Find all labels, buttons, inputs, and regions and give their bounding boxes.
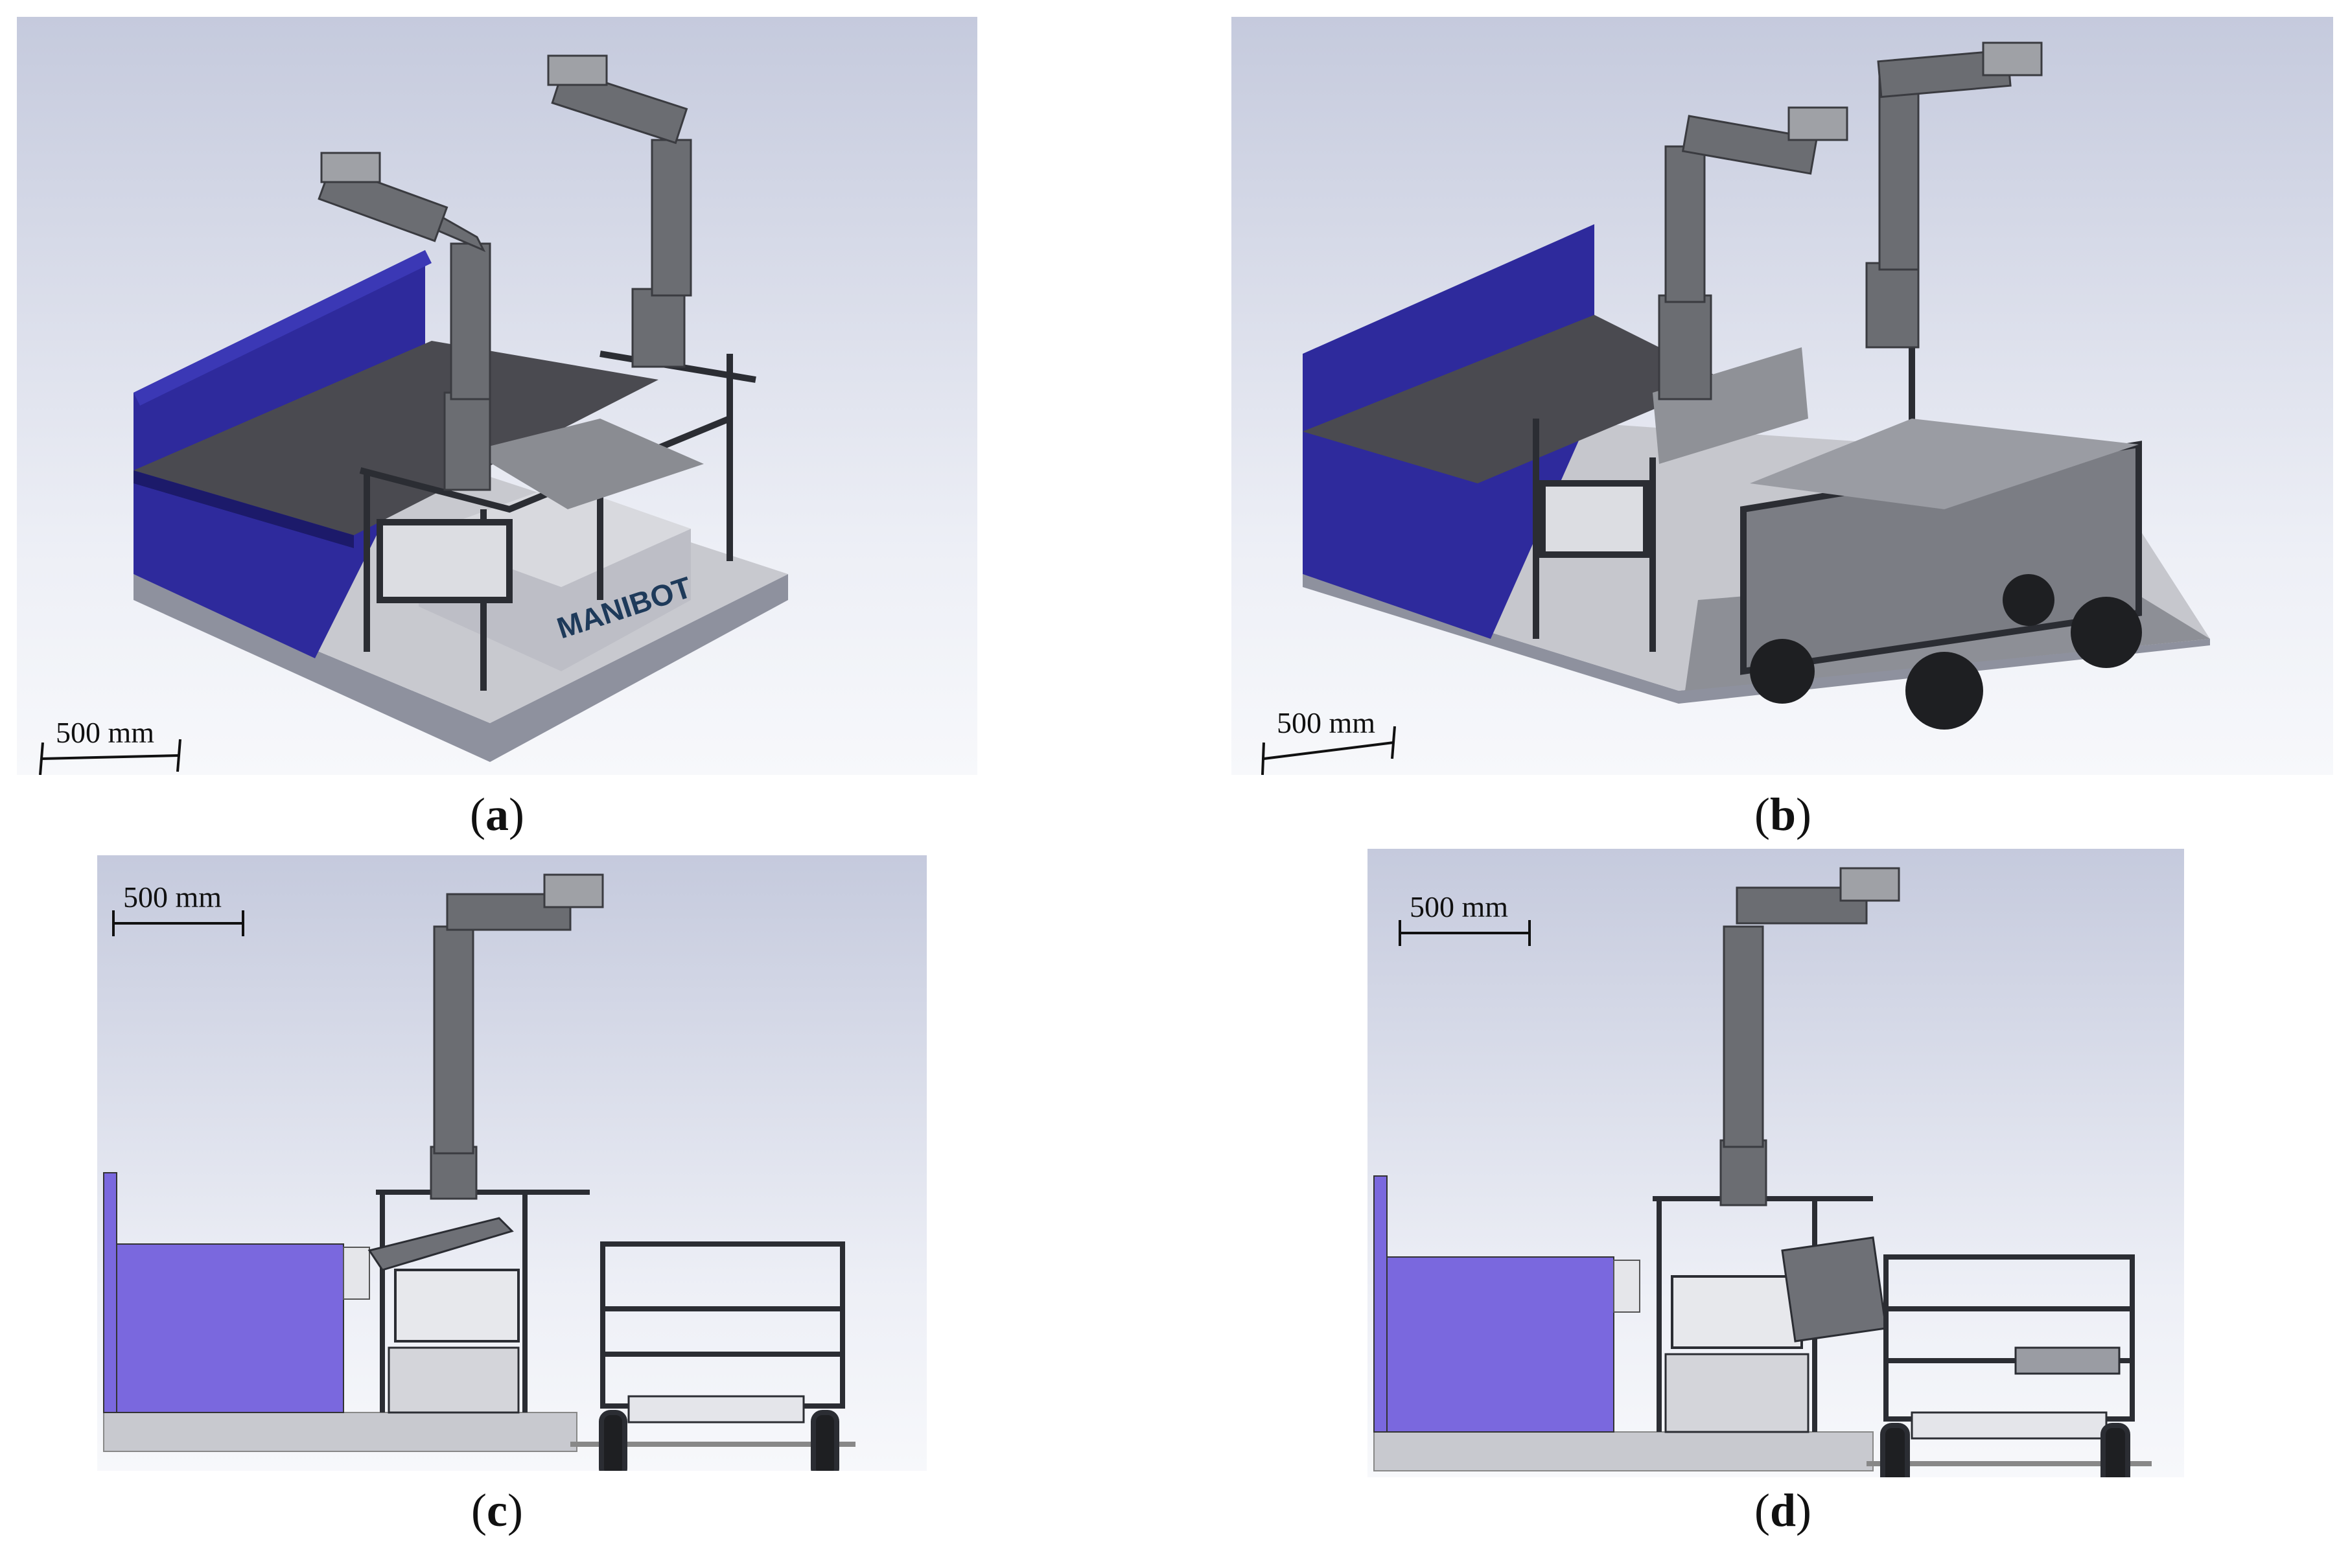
scale-label: 500 mm xyxy=(56,716,154,749)
scale-bar xyxy=(1399,920,1531,946)
blue-conveyor xyxy=(1303,224,1724,639)
panel-a-render: MANIBOT xyxy=(17,17,977,775)
frame-cart xyxy=(1653,1196,1887,1433)
panel-b-render: 500 mm xyxy=(1231,17,2333,775)
scale-bar xyxy=(112,910,244,936)
scale-label: 500 mm xyxy=(1410,890,1508,923)
robot-arm xyxy=(1719,867,1900,1206)
scale-bar xyxy=(39,739,181,775)
robot-arm-left xyxy=(318,152,491,491)
caption-b: (b) xyxy=(1754,789,1811,840)
transport-cart xyxy=(599,1241,845,1471)
floor-platform xyxy=(1373,1431,2152,1471)
crate xyxy=(1653,347,1808,464)
transport-cart xyxy=(1880,1254,2135,1477)
panel-c-render: 500 mm xyxy=(97,855,927,1471)
blue-conveyor xyxy=(134,250,658,658)
panel-d-render: 500 mm xyxy=(1367,849,2184,1477)
blue-conveyor xyxy=(103,1172,370,1413)
robot-arm-right xyxy=(547,54,692,368)
caption-c: (c) xyxy=(471,1484,523,1536)
panel-d: 500 mm xyxy=(1367,849,2184,1477)
robot-arm xyxy=(430,873,604,1200)
tray xyxy=(471,419,704,509)
panel-b: 500 mm xyxy=(1231,17,2333,775)
caption-d: (d) xyxy=(1754,1484,1811,1536)
panel-a: MANIBOT xyxy=(17,17,977,775)
panel-c: 500 mm xyxy=(97,855,927,1471)
scale-bar xyxy=(1261,726,1396,775)
blue-conveyor xyxy=(1373,1175,1640,1433)
robot-arm-left xyxy=(1658,106,1848,400)
transport-cart xyxy=(1740,419,2142,730)
robot-arm-right xyxy=(1865,41,2043,349)
scale-label: 500 mm xyxy=(123,881,222,914)
scale-label: 500 mm xyxy=(1277,706,1375,739)
frame-cart xyxy=(367,1190,590,1414)
caption-a: (a) xyxy=(470,789,524,840)
floor-platform xyxy=(103,1412,855,1452)
